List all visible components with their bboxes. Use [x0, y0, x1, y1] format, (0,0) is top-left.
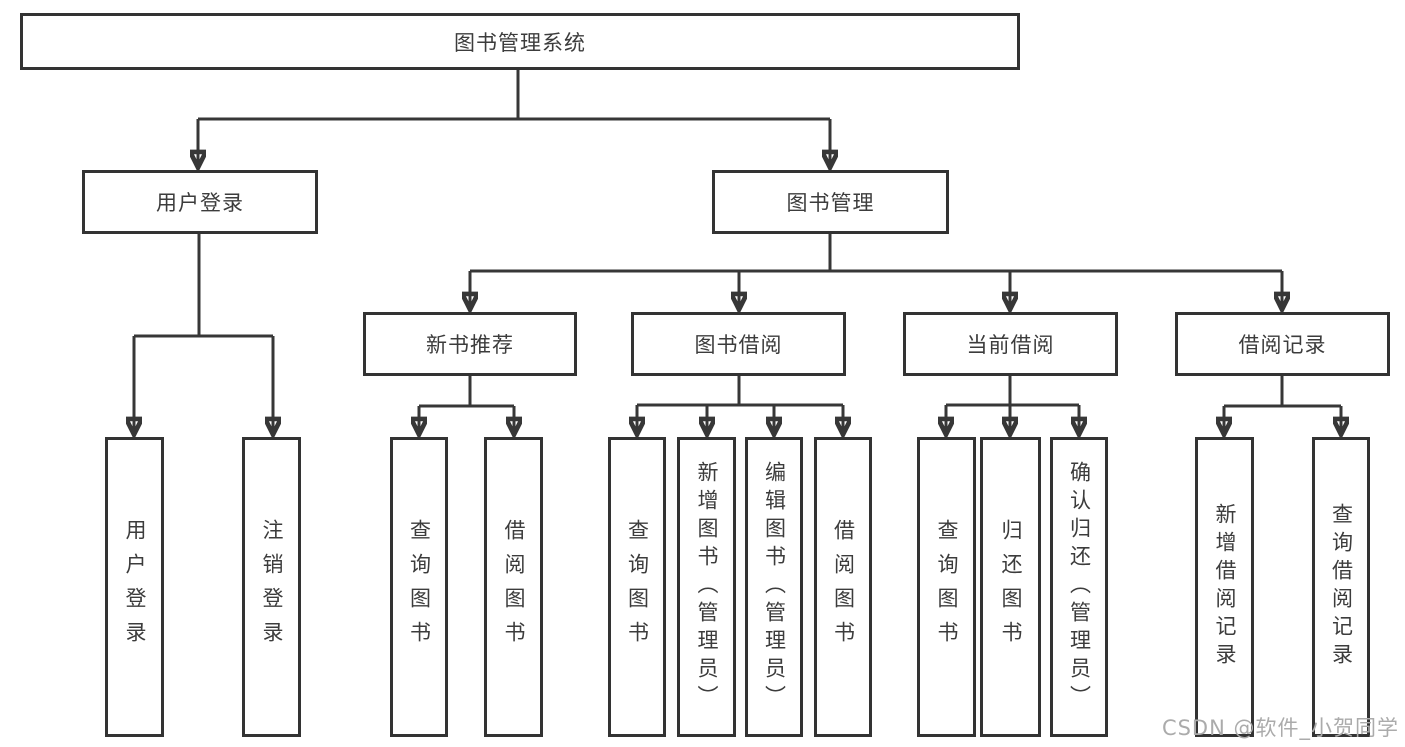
- node-label: 借阅图书: [502, 519, 526, 655]
- leaf-query-books-borrowing: 查询图书: [608, 437, 666, 737]
- node-label: 用户登录: [156, 191, 244, 215]
- leaf-query-books-current: 查询图书: [917, 437, 976, 737]
- leaf-add-borrow-record: 新增借阅记录: [1195, 437, 1254, 737]
- node-root-library-system: 图书管理系统: [20, 13, 1020, 70]
- node-label: 图书管理: [786, 191, 875, 215]
- node-user-login-module: 用户登录: [82, 170, 318, 234]
- node-label: 归还图书: [999, 519, 1023, 655]
- leaf-logout: 注销登录: [242, 437, 301, 737]
- node-label: 查询借阅记录: [1329, 503, 1354, 671]
- leaf-add-books-admin: 新增图书（管理员）: [677, 437, 736, 737]
- node-label: 借阅图书: [831, 519, 856, 655]
- node-new-book-recommendation: 新书推荐: [363, 312, 577, 376]
- node-label: 借阅记录: [1238, 333, 1327, 357]
- csdn-watermark: CSDN @软件_小贺同学: [1161, 716, 1399, 740]
- leaf-query-borrow-record: 查询借阅记录: [1312, 437, 1370, 737]
- node-label: 确认归还（管理员）: [1067, 461, 1092, 713]
- node-label: 查询图书: [407, 519, 432, 655]
- node-book-borrowing: 图书借阅: [631, 312, 846, 376]
- node-current-borrowing: 当前借阅: [903, 312, 1118, 376]
- node-label: 新增图书（管理员）: [695, 461, 719, 713]
- node-label: 用户登录: [123, 519, 147, 655]
- leaf-borrow-books: 借阅图书: [814, 437, 872, 737]
- node-label: 图书管理系统: [454, 30, 586, 55]
- leaf-query-books-recommend: 查询图书: [390, 437, 448, 737]
- leaf-confirm-return-admin: 确认归还（管理员）: [1050, 437, 1108, 737]
- leaf-borrow-books-recommend: 借阅图书: [484, 437, 543, 737]
- node-label: 新书推荐: [426, 333, 514, 357]
- node-label: 查询图书: [935, 519, 959, 655]
- node-label: 查询图书: [625, 519, 650, 655]
- leaf-edit-books-admin: 编辑图书（管理员）: [745, 437, 803, 737]
- node-label: 当前借阅: [966, 333, 1055, 357]
- leaf-user-login: 用户登录: [105, 437, 164, 737]
- node-label: 注销登录: [260, 519, 284, 655]
- node-borrowing-records: 借阅记录: [1175, 312, 1390, 376]
- leaf-return-books: 归还图书: [980, 437, 1041, 737]
- node-label: 图书借阅: [694, 333, 783, 357]
- node-book-management-module: 图书管理: [712, 170, 949, 234]
- node-label: 新增借阅记录: [1213, 503, 1237, 671]
- node-label: 编辑图书（管理员）: [762, 461, 787, 713]
